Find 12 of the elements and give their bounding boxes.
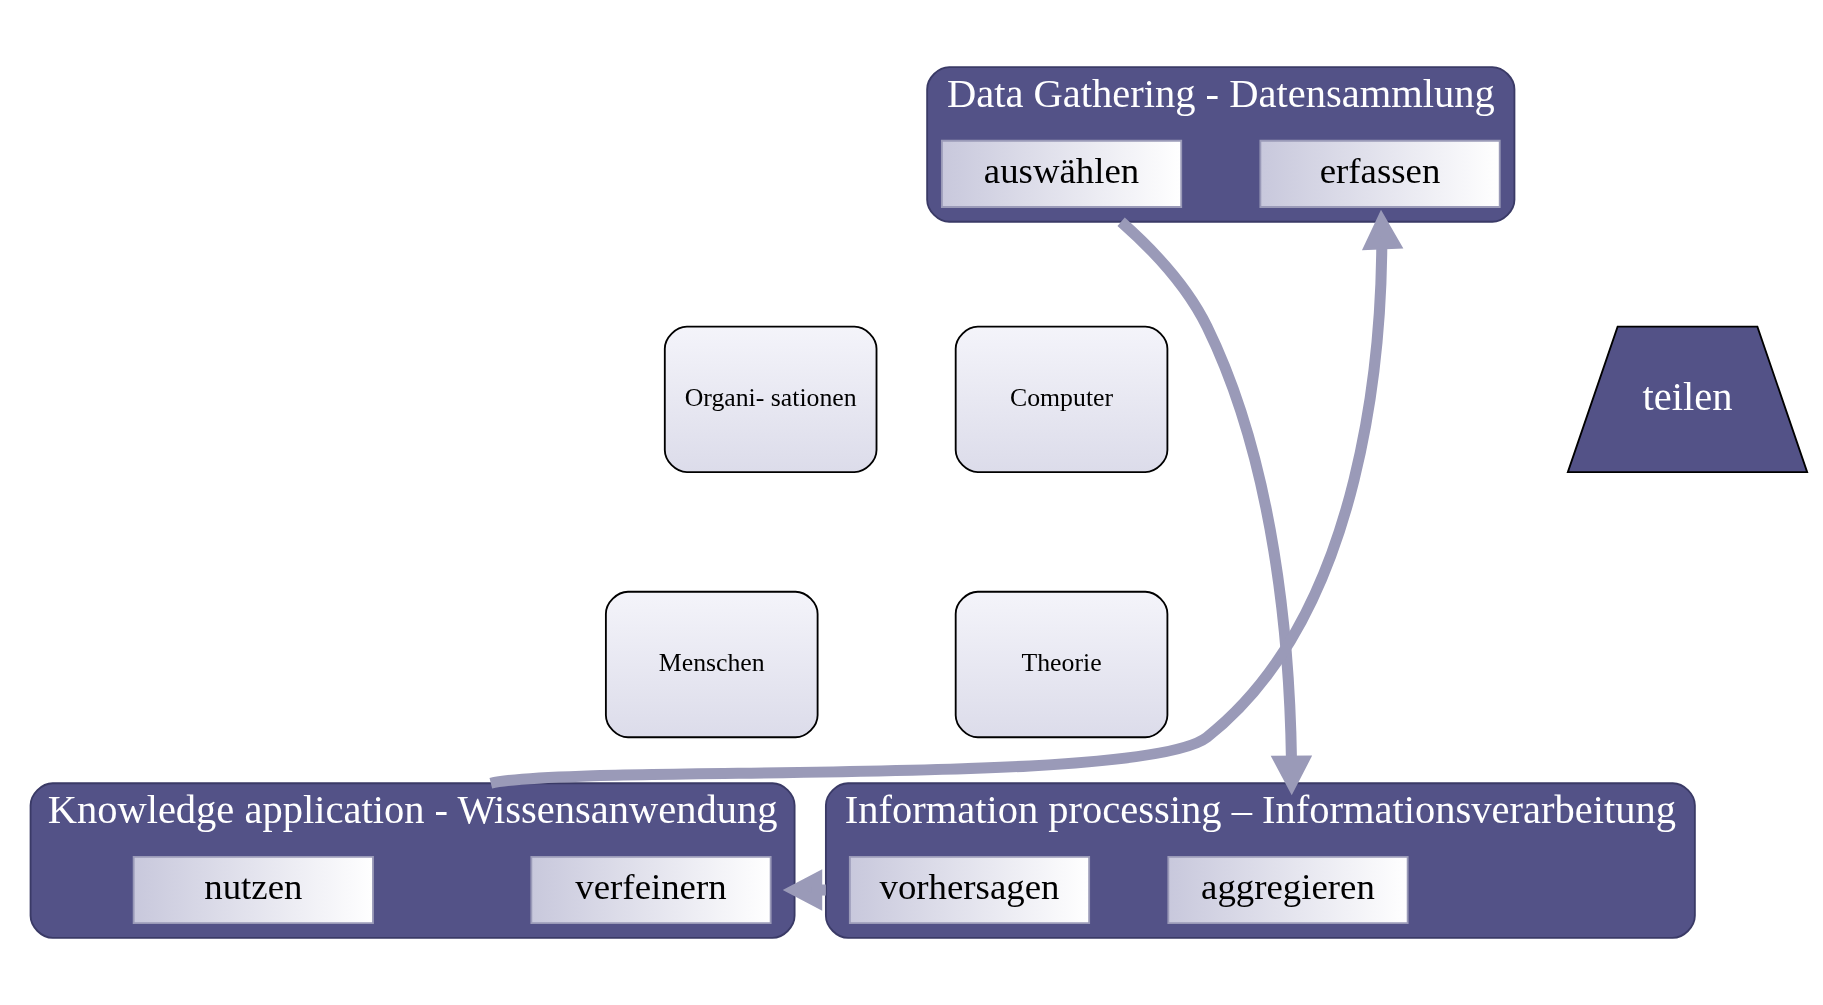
node-box: nutzen <box>132 856 374 925</box>
node-box: auswählen <box>940 139 1183 208</box>
node-box: vorhersagen <box>848 856 1091 925</box>
arrow <box>1117 217 1313 796</box>
arrow <box>490 209 1404 789</box>
node-box: Computer <box>954 325 1169 474</box>
node-box: erfassen <box>1259 139 1501 208</box>
node-box: Theorie <box>954 590 1169 739</box>
node-box: Organi- sationen <box>663 325 878 474</box>
node-box: verfeinern <box>530 856 772 925</box>
node-box: Menschen <box>604 590 819 739</box>
node-box: aggregieren <box>1167 856 1409 925</box>
